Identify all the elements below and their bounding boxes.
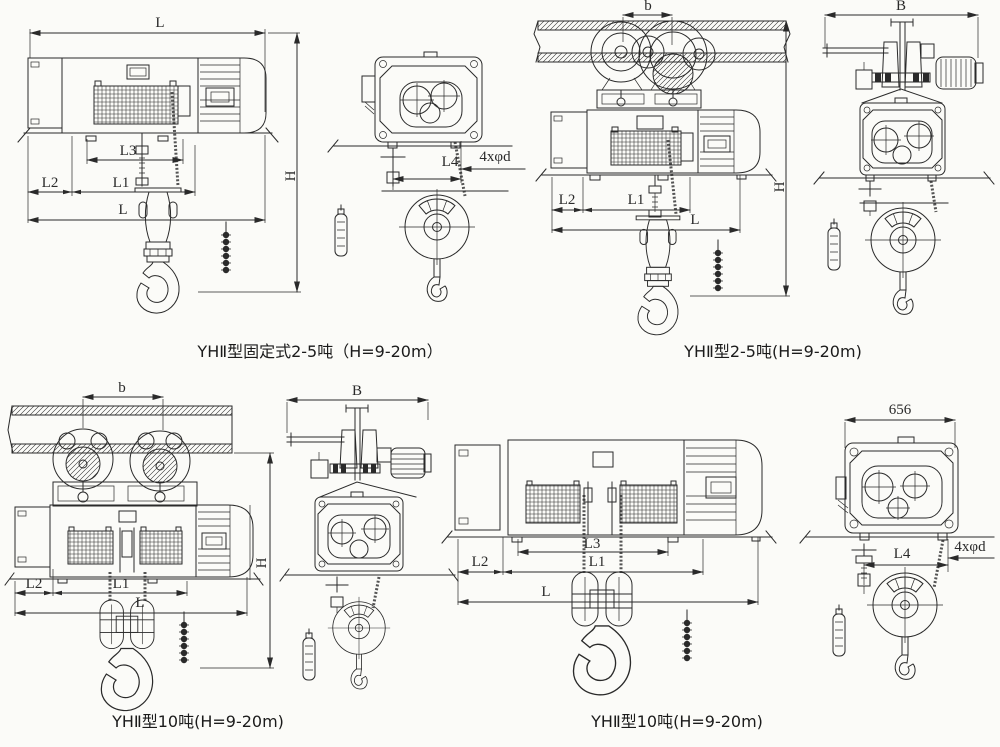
dim-L3: L3: [517, 536, 669, 556]
rope-drum-right: [619, 484, 678, 524]
top-box: [592, 451, 614, 468]
gear-housing: [835, 436, 959, 541]
gear-housing: [314, 491, 404, 572]
motor-fins: [198, 505, 231, 577]
trolley: [52, 428, 198, 507]
dim-L3: L3: [86, 139, 184, 164]
dim-L: L: [551, 175, 741, 233]
dim-label: L4: [442, 154, 459, 170]
view-front-trolley-2-5t: b: [533, 0, 791, 335]
hoist-body: [535, 109, 777, 182]
dim-H: H: [198, 32, 301, 293]
top-box: [126, 64, 150, 80]
dim-label: L1: [113, 175, 130, 191]
dim-label: L1: [589, 554, 606, 570]
view-side-trolley-2-5t: B: [813, 0, 995, 315]
hoist-body: [4, 504, 264, 586]
i-beam: [533, 20, 791, 63]
caption-trolley-2-5t: YHⅡ型2-5吨(H=9-20m): [683, 342, 862, 361]
caption-fixed-2-5t: YHⅡ型固定式2-5吨（H=9-20m）: [196, 342, 442, 361]
dim-L: L: [457, 537, 759, 605]
trolley-cross-section: [822, 18, 984, 104]
dim-L4: L4: [392, 154, 462, 182]
dim-label: H: [283, 170, 299, 181]
dim-label: L: [541, 584, 550, 600]
dim-label: B: [896, 0, 906, 14]
dim-L2-L1: L2 L1: [27, 136, 196, 196]
dim-L-bottom: L: [27, 135, 266, 223]
hook-assembly: [572, 495, 632, 695]
dim-656: 656: [844, 402, 956, 448]
hoist-body: [17, 57, 279, 143]
dim-label: H: [772, 181, 788, 192]
dim-label: L1: [628, 192, 645, 208]
dim-label: H: [254, 557, 270, 568]
trolley-motor: [935, 56, 984, 90]
dim-label: L3: [584, 536, 601, 552]
trolley-motor: [390, 447, 432, 479]
top-box: [118, 510, 137, 523]
motor-fins: [700, 110, 735, 173]
caption-trolley-10t: YHⅡ型10吨(H=9-20m): [111, 712, 284, 731]
view-front-trolley-10t: b: [4, 380, 274, 711]
dim-H: H: [690, 20, 790, 297]
dim-label: L2: [559, 192, 576, 208]
gear-housing: [859, 97, 946, 176]
dim-L2-L1: L2 L1: [14, 569, 188, 596]
rope-drum-right: [139, 530, 183, 565]
dim-label: L2: [26, 576, 43, 592]
gear-housing: [361, 51, 483, 149]
dim-label: L: [155, 15, 164, 31]
dim-label: b: [644, 0, 652, 14]
dim-label: L: [690, 212, 699, 228]
view-front-fixed-2-5t: L L3: [17, 15, 301, 313]
dim-L2-L1: L2 L1: [551, 177, 691, 213]
hook-assembly: [636, 139, 680, 335]
view-front-fixed-10t: L3 L2 L1 L: [441, 439, 777, 695]
view-side-trolley-10t: B: [279, 383, 459, 690]
dim-label: L2: [472, 554, 489, 570]
i-beam: [7, 405, 233, 454]
hoist-body: [441, 439, 777, 544]
dim-label: L2: [42, 175, 59, 191]
hook-assembly: [100, 572, 154, 711]
rope-falls: [380, 141, 509, 197]
view-side-fixed-2-5t: L4 4xφd: [327, 51, 526, 302]
dim-label: L: [135, 595, 144, 611]
rope-falls: [325, 576, 381, 613]
dim-label: 4xφd: [479, 149, 511, 165]
view-side-fixed-10t: 656 L4: [799, 402, 995, 680]
dim-label: L3: [120, 143, 137, 159]
dim-label: L4: [894, 546, 911, 562]
dim-label: 4xφd: [954, 539, 986, 555]
rope-drum-left: [525, 484, 581, 524]
dim-H: H: [200, 452, 274, 669]
hook-assembly: [135, 91, 181, 313]
top-box: [636, 115, 664, 130]
trolley-wheel-hub: [65, 446, 101, 482]
dim-B: B: [824, 0, 979, 58]
rope-drum-left: [67, 530, 114, 565]
dim-bolt-spec: 4xφd: [460, 141, 526, 183]
motor-fins: [686, 440, 737, 535]
dim-label: L: [118, 202, 127, 218]
dim-label: b: [118, 380, 126, 396]
trolley-cross-section: [286, 404, 432, 498]
dim-label: 656: [889, 402, 912, 418]
dim-B: B: [286, 383, 429, 433]
rope-drum: [93, 85, 179, 125]
trolley: [590, 20, 716, 109]
dim-label: L1: [113, 576, 130, 592]
dim-bolt-spec: 4xφd: [947, 539, 995, 572]
dim-L2-L1: L2 L1: [457, 537, 704, 575]
dim-L4: L4: [863, 546, 949, 568]
dim-b: b: [82, 380, 164, 430]
trolley-motor: [652, 53, 694, 95]
motor-fins: [200, 58, 241, 133]
caption-fixed-10t: YHⅡ型10吨(H=9-20m): [590, 712, 763, 731]
rope-falls: [858, 174, 949, 216]
dim-label: B: [352, 383, 362, 399]
